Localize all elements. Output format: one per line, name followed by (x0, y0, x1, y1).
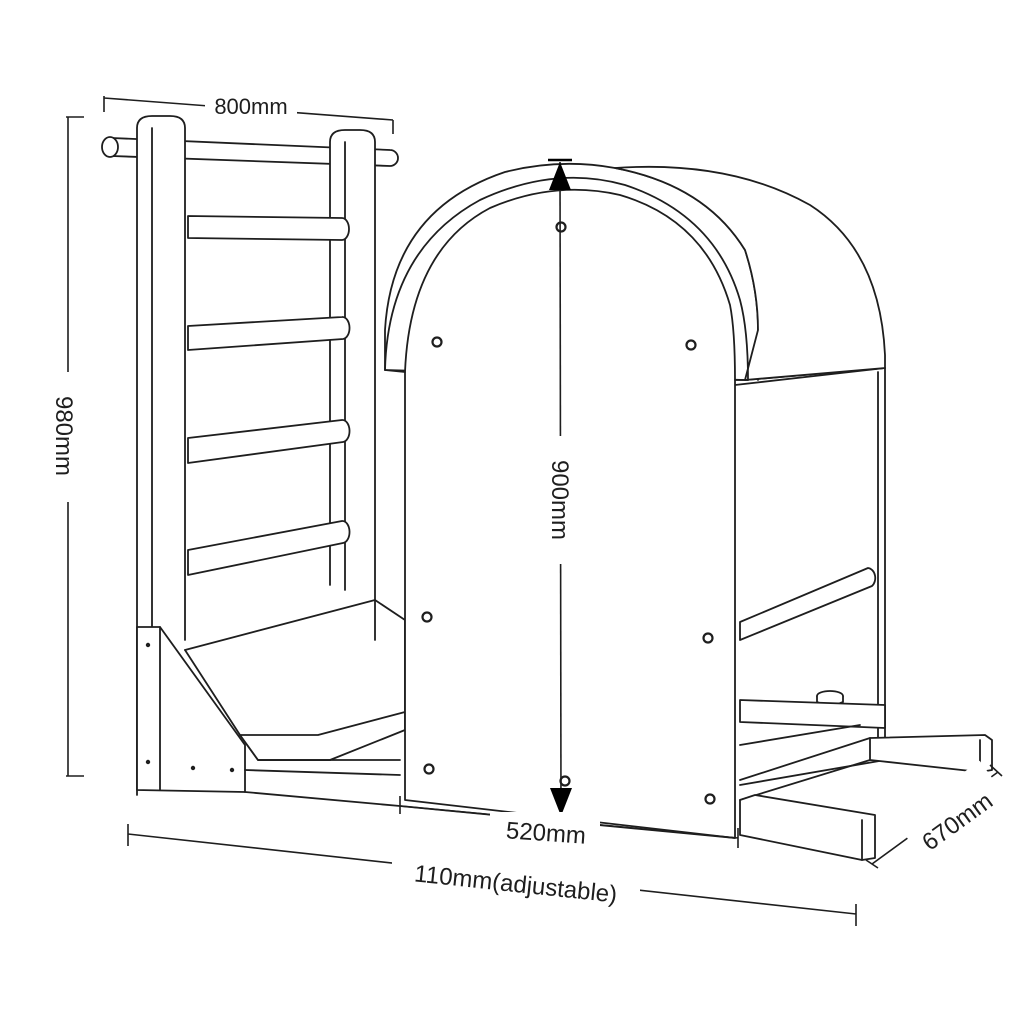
bolt-hole (704, 793, 716, 805)
dim-label: 520mm (505, 817, 587, 850)
dim-label: 900mm (546, 460, 573, 540)
ladder-left-upright (136, 115, 186, 796)
dim-label: 800mm (214, 94, 287, 119)
ladder-right-upright (329, 129, 376, 601)
bolt-hole (423, 763, 435, 775)
bolt-hole (431, 336, 443, 348)
dim-barrel-width: 520mm (399, 796, 739, 850)
dim-barrel-height: 900mm (546, 158, 576, 820)
bolt-hole (421, 611, 433, 623)
dim-top-width: 800mm (103, 93, 394, 134)
barrel (384, 162, 886, 839)
base-rail (244, 759, 401, 807)
ladder-rung (187, 215, 350, 241)
dim-depth: 670mm (865, 760, 1019, 876)
ladder-rung (187, 316, 351, 351)
ladder-rung (187, 419, 351, 464)
barrel-rear-rail (739, 567, 877, 641)
bolt-hole (555, 221, 567, 233)
ladder-side-gusset (136, 626, 246, 793)
bolt-hole (559, 775, 571, 787)
dim-label: 980mm (50, 396, 77, 476)
dim-total-height: 980mm (50, 116, 84, 777)
ladder-rung (187, 520, 351, 576)
bolt-hole (685, 339, 697, 351)
dim-overall-length: 110mm(adjustable) (127, 824, 857, 926)
bolt-hole (702, 632, 714, 644)
ladder (101, 115, 406, 807)
